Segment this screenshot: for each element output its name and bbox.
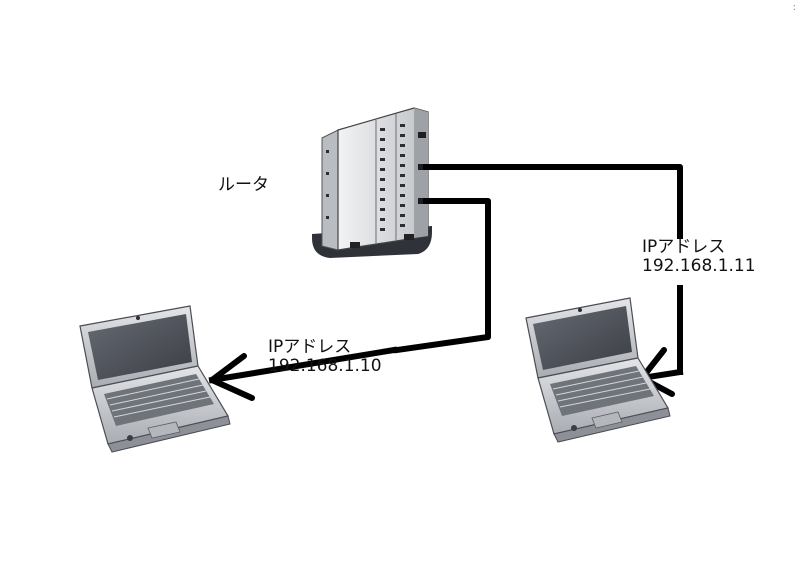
laptop-icon-left: [79, 305, 231, 453]
left-host-ip-label: IPアドレス: [268, 337, 352, 357]
router-vents: [326, 124, 405, 231]
right-host-ip-block: IPアドレス 192.168.1.11: [642, 238, 756, 276]
left-arrow-head: [209, 353, 255, 401]
left-host-ip-address: 192.168.1.10: [268, 356, 382, 376]
laptop-icon-right: [525, 297, 671, 443]
corner-mark: :: [792, 2, 796, 13]
router-label: ルータ: [218, 175, 269, 195]
right-host-ip-address: 192.168.1.11: [642, 256, 756, 276]
cable-to-left-host: [208, 198, 491, 384]
left-host-ip-block: IPアドレス 192.168.1.10: [268, 338, 382, 376]
router-icon: [312, 107, 432, 258]
right-host-ip-label: IPアドレス: [642, 237, 726, 257]
